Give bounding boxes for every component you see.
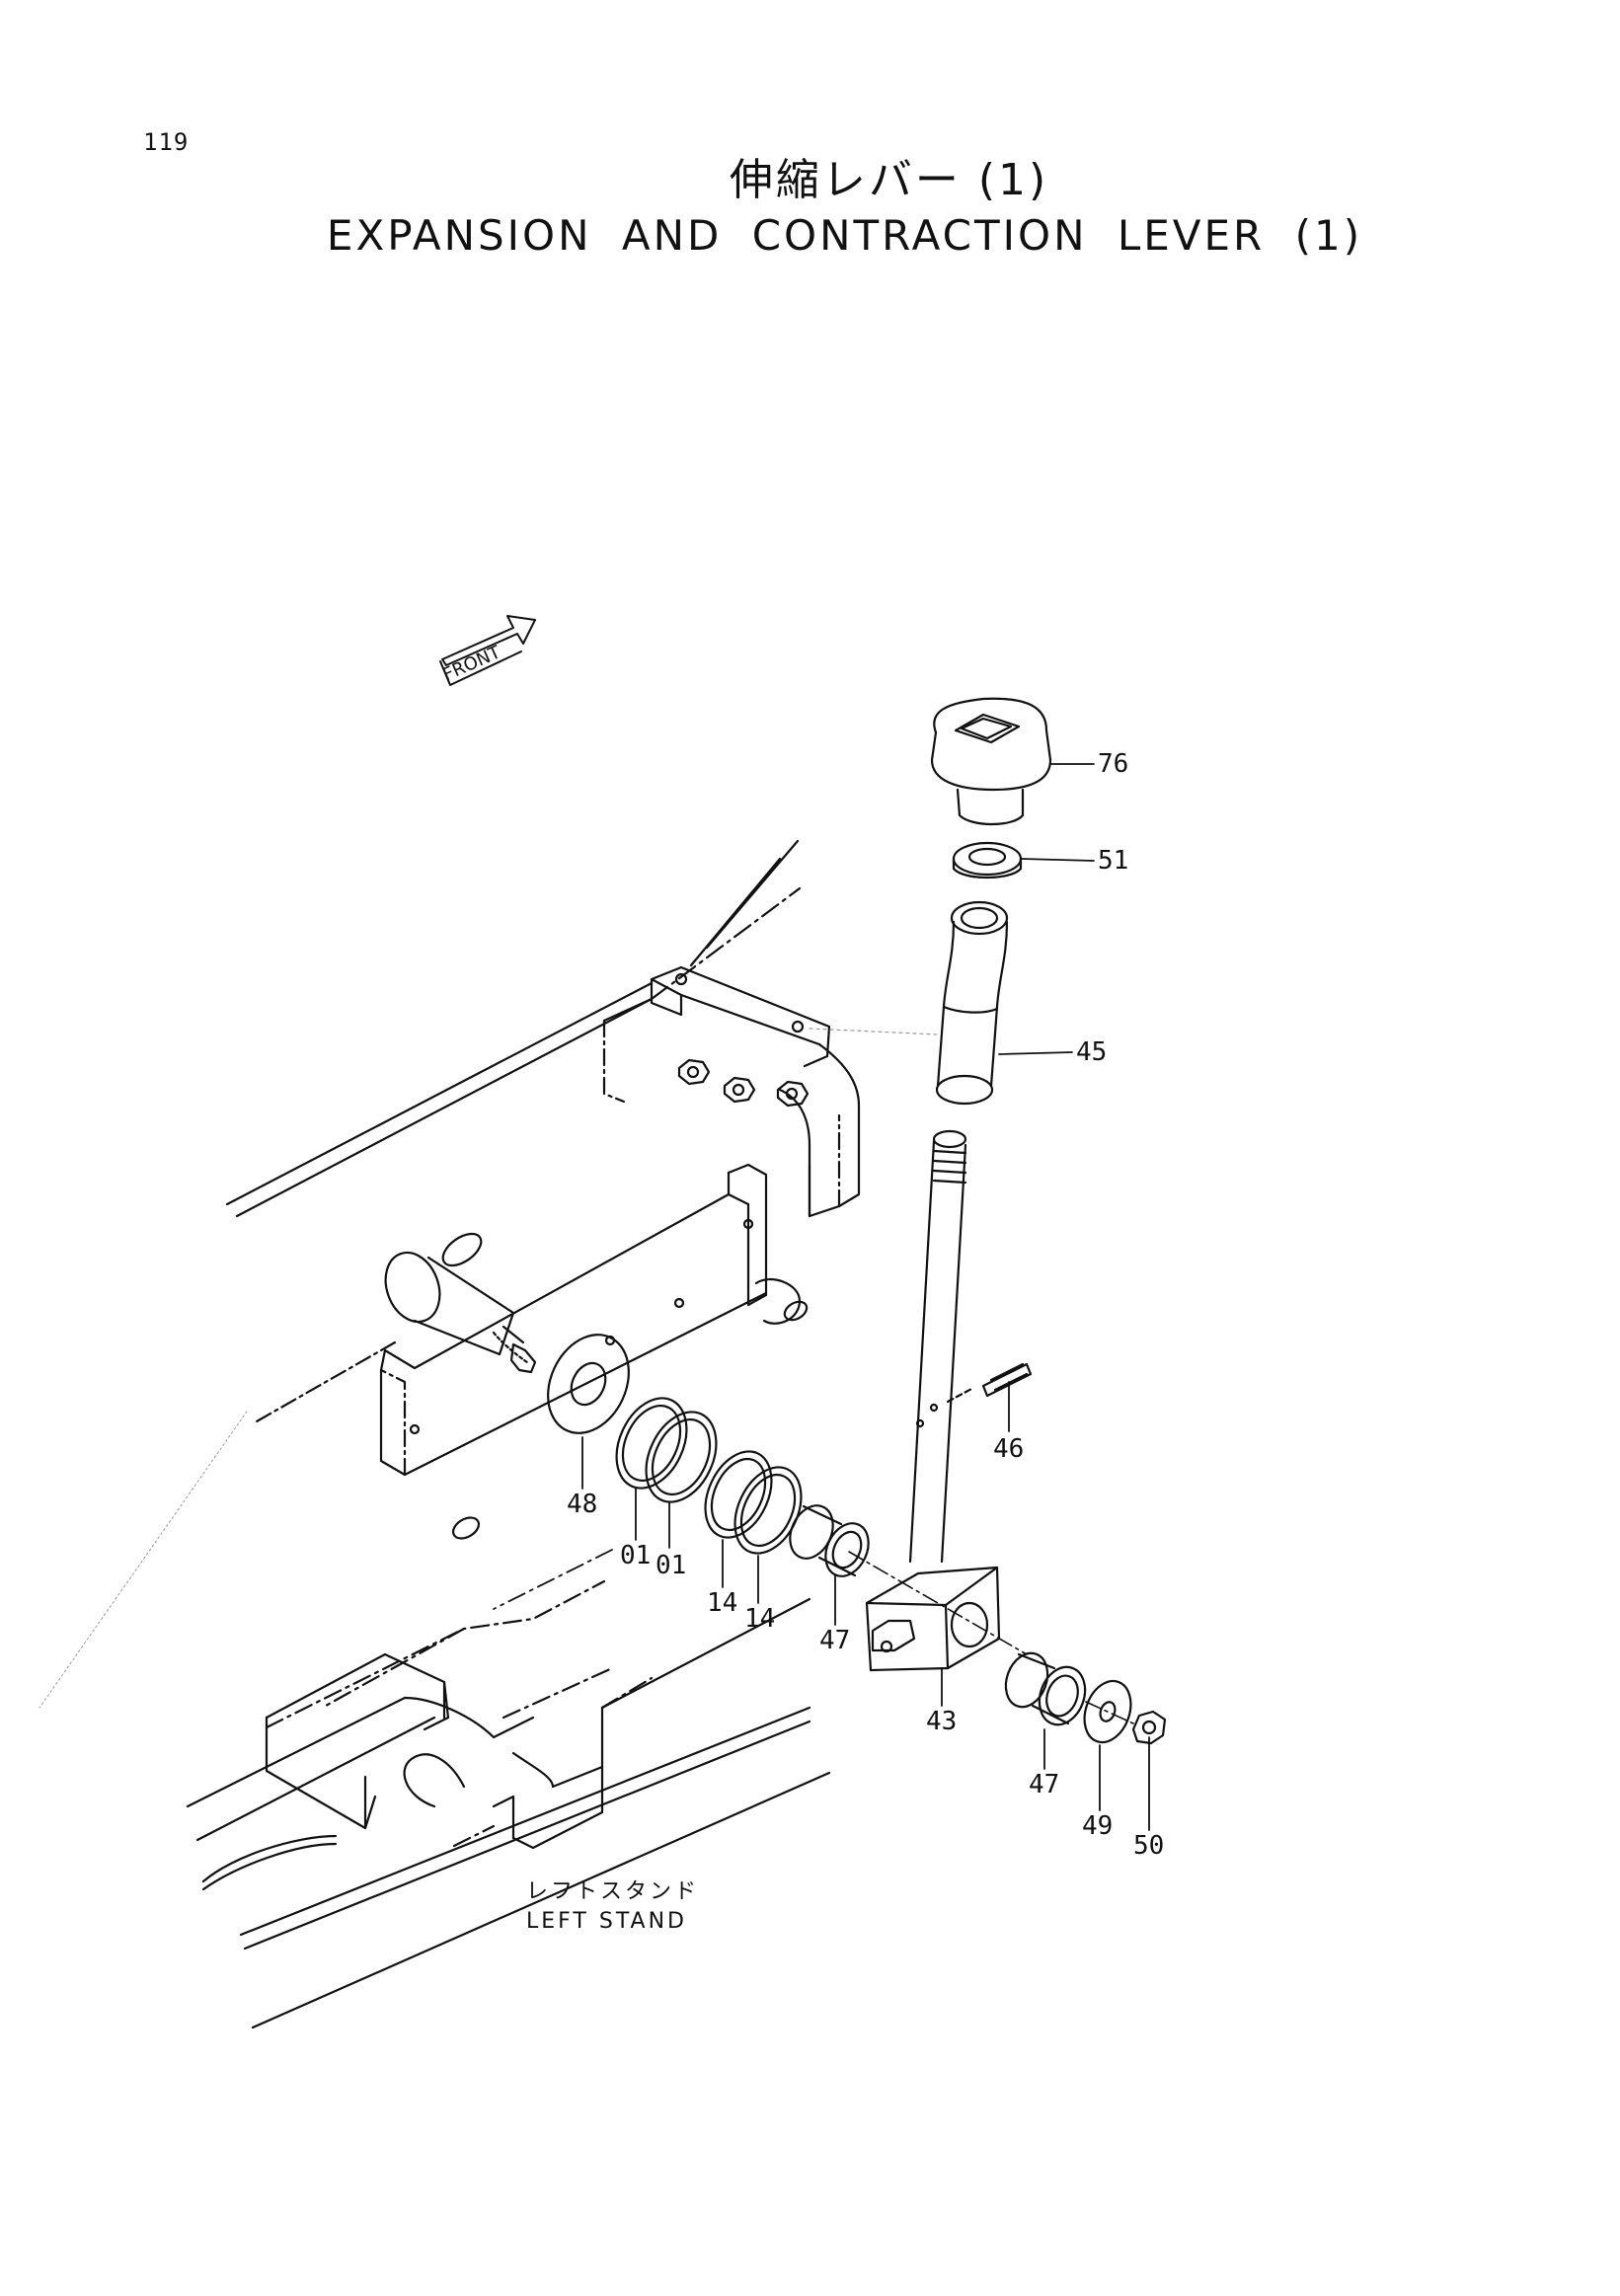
upper-bracket: [602, 965, 939, 1218]
callout-14a: 14: [707, 1588, 737, 1618]
knob-76: [930, 697, 1052, 825]
hex-nut-icon: [677, 1058, 711, 1086]
callout-50: 50: [1133, 1831, 1164, 1861]
left-stand-label: レフトスタンド LEFT STAND: [526, 1877, 699, 1937]
title-japanese: 伸縮レバー (1): [729, 155, 1049, 205]
callout-46: 46: [993, 1434, 1024, 1464]
shim-01: [615, 1397, 718, 1503]
nut-50: [1131, 1710, 1167, 1745]
callout-14b: 14: [744, 1604, 775, 1634]
lower-bracket: [39, 1163, 809, 1709]
front-arrow-icon: FRONT: [439, 615, 536, 686]
callout-47a: 47: [819, 1626, 850, 1655]
callout-76: 76: [1098, 749, 1128, 779]
callout-01b: 01: [656, 1551, 686, 1580]
front-arrow-label: FRONT: [439, 642, 504, 686]
shim-14: [704, 1450, 803, 1555]
callout-49: 49: [1082, 1811, 1113, 1841]
left-stand-label-japanese: レフトスタンド: [526, 1879, 700, 1904]
bushing-47-left: [789, 1504, 870, 1577]
washer-48: [547, 1334, 630, 1434]
hex-nut-icon: [723, 1076, 756, 1104]
left-stand-label-english: LEFT STAND: [526, 1909, 687, 1934]
callout-48: 48: [567, 1490, 597, 1519]
callout-51: 51: [1098, 846, 1128, 876]
upper-frame-lines: [225, 839, 802, 1218]
block-43: [865, 1566, 1001, 1672]
callout-45: 45: [1076, 1037, 1107, 1067]
callout-01a: 01: [620, 1541, 651, 1570]
left-stand-frame: [186, 1579, 831, 2029]
callout-47b: 47: [1029, 1770, 1059, 1799]
hex-nut-icon: [776, 1080, 810, 1108]
lever-rod: [908, 1129, 975, 1564]
washer-51: [952, 841, 1023, 879]
spring-pin-46: [981, 1362, 1033, 1398]
title-english: EXPANSION AND CONTRACTION LEVER (1): [326, 211, 1363, 260]
grip-45: [935, 900, 1009, 1106]
page-number: 119: [143, 128, 190, 156]
leader-lines: [493, 763, 1150, 1831]
title-block: 伸縮レバー (1) EXPANSION AND CONTRACTION LEVE…: [0, 153, 1620, 264]
callout-43: 43: [926, 1707, 957, 1736]
bushing-47-right: [1004, 1651, 1087, 1726]
